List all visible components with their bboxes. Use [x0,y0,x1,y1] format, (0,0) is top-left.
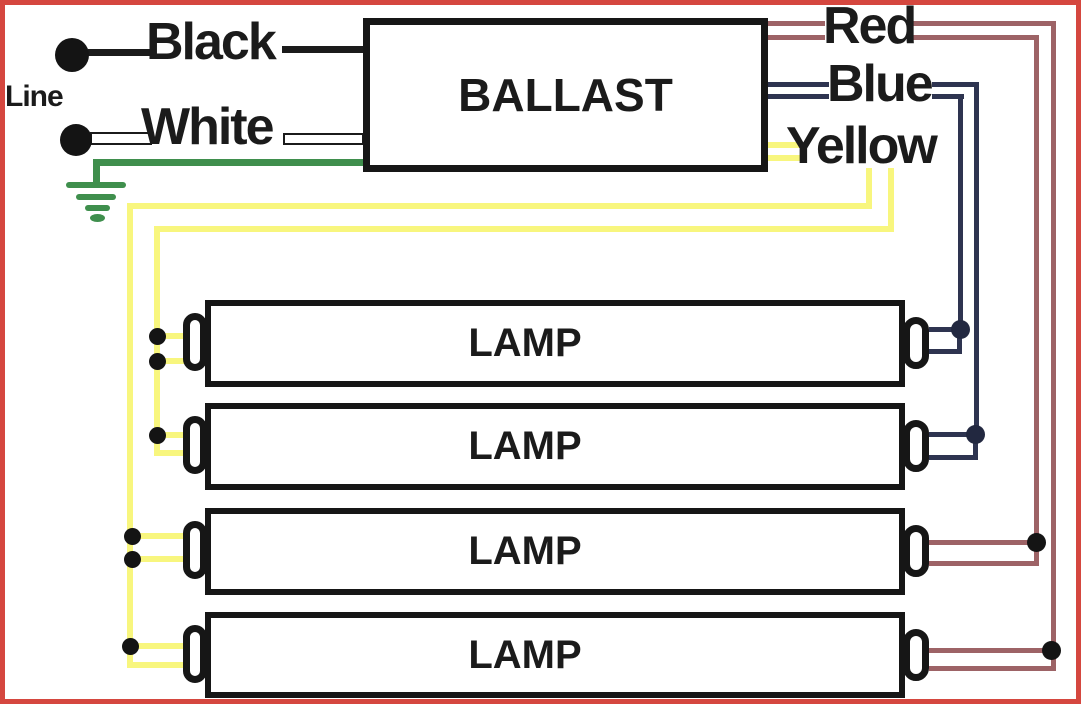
yellow-wire-label: Yellow [786,117,938,175]
black-terminal-dot [55,38,89,72]
red-wire-vertical-lamp4 [1051,21,1056,650]
maroon-stub-lamp4-top [929,648,1044,653]
lamp4-left-pin-icon [183,625,207,683]
maroon-stub-lamp3-top [929,540,1029,545]
lamp2-label: LAMP [468,424,582,468]
navy-stub-lamp2-top [929,432,968,437]
lamp4-label: LAMP [468,632,582,677]
ballast-box: BALLAST [363,18,768,172]
navy-riser-lamp1 [957,333,962,353]
navy-stub-lamp1-bottom [929,349,962,354]
maroon-stub-lamp4-bottom [929,666,1056,671]
yellow-stub-lamp1-pin1 [160,333,188,339]
lamp3-box: LAMP [205,508,905,595]
lamp3-right-pin-icon [903,525,929,577]
red-wire-vertical-lamp3 [1034,35,1039,544]
navy-stub-lamp1-top [929,327,953,332]
yellow-wire-stub-2 [768,155,802,161]
blue-wire-stub-1 [768,82,829,87]
yellow-stub-lamp2-pin1 [160,432,188,438]
red-wire-segment-lamp3 [911,35,1039,40]
blue-wire-stub-2 [768,94,829,99]
lamp1-right-pin-icon [903,317,929,369]
blue-wire-segment-lamp2 [932,82,979,87]
lamp2-left-pin-icon [183,416,207,474]
red-wire-stub-2 [768,35,825,40]
yellow-wire-right-vertical-2 [888,168,894,232]
junction-dot-lamp3-right [1027,533,1046,552]
junction-dot-lamp1-right [951,320,970,339]
lamp3-left-pin-icon [183,521,207,579]
lamp3-label: LAMP [468,529,582,573]
yellow-stub-lamp1-pin2 [160,358,188,364]
junction-dot-lamp1-pin1 [149,328,166,345]
junction-dot-lamp4-pin1 [122,638,139,655]
red-wire-stub-1 [768,21,825,26]
lamp2-box: LAMP [205,403,905,490]
junction-dot-lamp2-right [966,425,985,444]
yellow-stub-lamp4-pin2 [127,662,187,668]
ballast-label: BALLAST [458,69,673,121]
green-wire-horizontal [93,159,363,166]
black-wire-segment-1 [88,49,152,56]
yellow-wire-right-vertical-1 [866,168,872,209]
maroon-riser-lamp3 [1034,544,1039,565]
yellow-wire-left-vertical-lamps34 [127,203,133,668]
blue-wire-label: Blue [827,55,934,113]
lamp1-left-pin-icon [183,313,207,371]
white-wire-segment-2 [283,133,364,145]
green-wire-vertical [93,162,100,186]
line-label: Line [5,80,64,113]
junction-dot-lamp1-pin2 [149,353,166,370]
yellow-wire-horizontal-lower [154,226,894,232]
yellow-stub-lamp3-pin1 [133,533,188,539]
maroon-stub-lamp3-bottom [929,561,1039,566]
black-wire-label: Black [146,13,277,71]
junction-dot-lamp2-pin1 [149,427,166,444]
junction-dot-lamp4-right [1042,641,1061,660]
lamp1-box: LAMP [205,300,905,387]
junction-dot-lamp3-pin2 [124,551,141,568]
yellow-stub-lamp4-pin1 [133,643,188,649]
yellow-wire-horizontal-upper [127,203,872,209]
blue-wire-vertical-lamp2 [974,82,979,438]
yellow-wire-stub-1 [768,142,802,148]
white-wire-label: White [141,98,275,156]
yellow-stub-lamp2-pin2 [154,450,188,456]
black-wire-segment-2 [282,46,364,53]
navy-riser-lamp2 [973,437,978,459]
junction-dot-lamp3-pin1 [124,528,141,545]
lamp2-right-pin-icon [903,420,929,472]
navy-stub-lamp2-bottom [929,455,978,460]
lamp4-right-pin-icon [903,629,929,681]
lamp1-label: LAMP [468,321,582,365]
yellow-stub-lamp3-pin2 [133,556,188,562]
white-terminal-dot [60,124,92,156]
maroon-riser-lamp4 [1051,652,1056,670]
blue-wire-segment-lamp1 [932,94,964,99]
lamp4-box: LAMP [205,612,905,698]
red-wire-segment-lamp4 [911,21,1056,26]
blue-wire-vertical-lamp1 [958,94,963,334]
red-wire-label: Red [823,0,917,55]
